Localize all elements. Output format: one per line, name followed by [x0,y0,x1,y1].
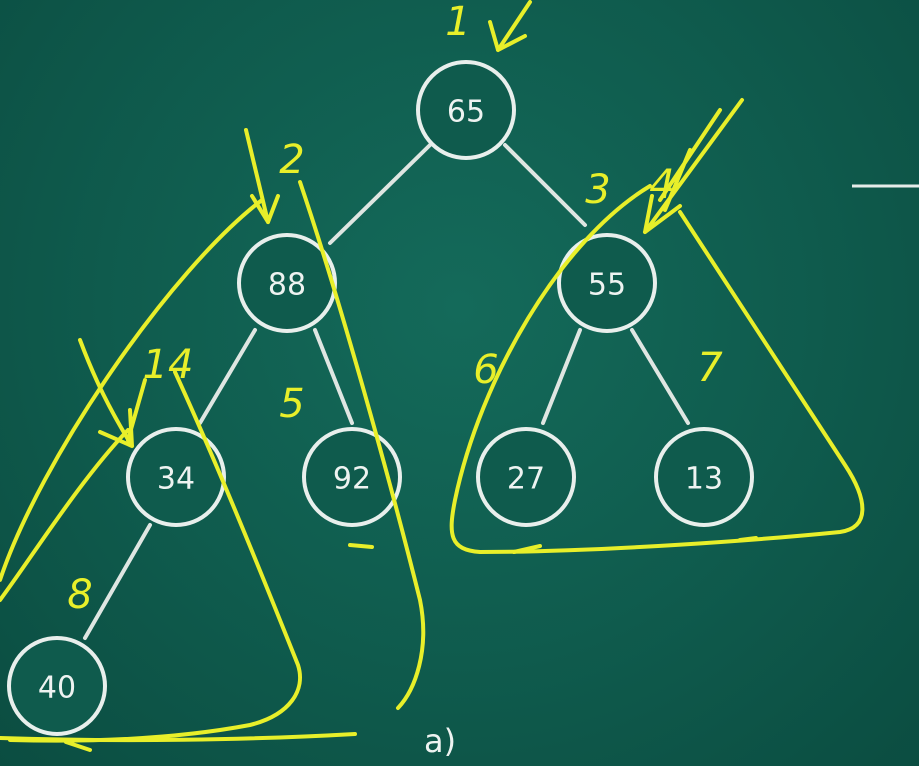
tick-mark [512,544,542,554]
tree-node-88: 88 [237,233,337,333]
node-label: 27 [507,462,545,497]
edge-65-55 [503,143,587,227]
tick-mark [64,740,92,752]
node-label: 13 [685,462,723,497]
step-number-7: 7 [697,345,723,391]
step-number-6: 6 [473,347,498,393]
tick-mark [738,536,758,542]
edge-34-40 [83,523,152,640]
subtree-outline-55 [449,184,865,554]
node-label: 88 [268,268,306,303]
step-number-1: 1 [445,0,470,45]
tree-node-34: 34 [126,427,226,527]
arrow-to-node-34 [78,338,147,448]
edge-88-92 [313,328,354,425]
node-label: 55 [588,268,626,303]
diagram-caption: a) [424,722,456,760]
edge-55-13 [630,328,690,425]
node-label: 34 [157,462,195,497]
tick-mark [348,543,374,549]
tree-node-40: 40 [7,636,107,736]
node-label: 65 [447,95,485,130]
arrow-to-node-88 [244,128,280,224]
tree-node-13: 13 [654,427,754,527]
edge-55-27 [541,328,582,425]
edge-88-34 [198,328,257,425]
subtree-outline-34 [0,370,302,743]
node-label: 92 [333,462,371,497]
highlighter-annotations [0,0,865,752]
step-number-14: 14 [143,342,194,388]
node-label: 40 [38,671,76,706]
tree-node-27: 27 [476,427,576,527]
step-number-5: 5 [279,381,304,427]
step-number-8: 8 [67,572,92,618]
tree-node-92: 92 [302,427,402,527]
tree-node-65: 65 [416,60,516,160]
edge-65-88 [328,143,432,245]
tree-edges [83,143,690,640]
arrow-to-node-55 [643,98,744,234]
step-numbers: 1 2 3 4 14 5 6 7 8 [67,0,723,618]
step-number-4: 4 [649,162,674,208]
step-number-2: 2 [279,137,304,183]
arrow-to-node-65 [488,0,532,52]
tree-node-55: 55 [557,233,657,333]
step-number-3: 3 [585,167,610,213]
